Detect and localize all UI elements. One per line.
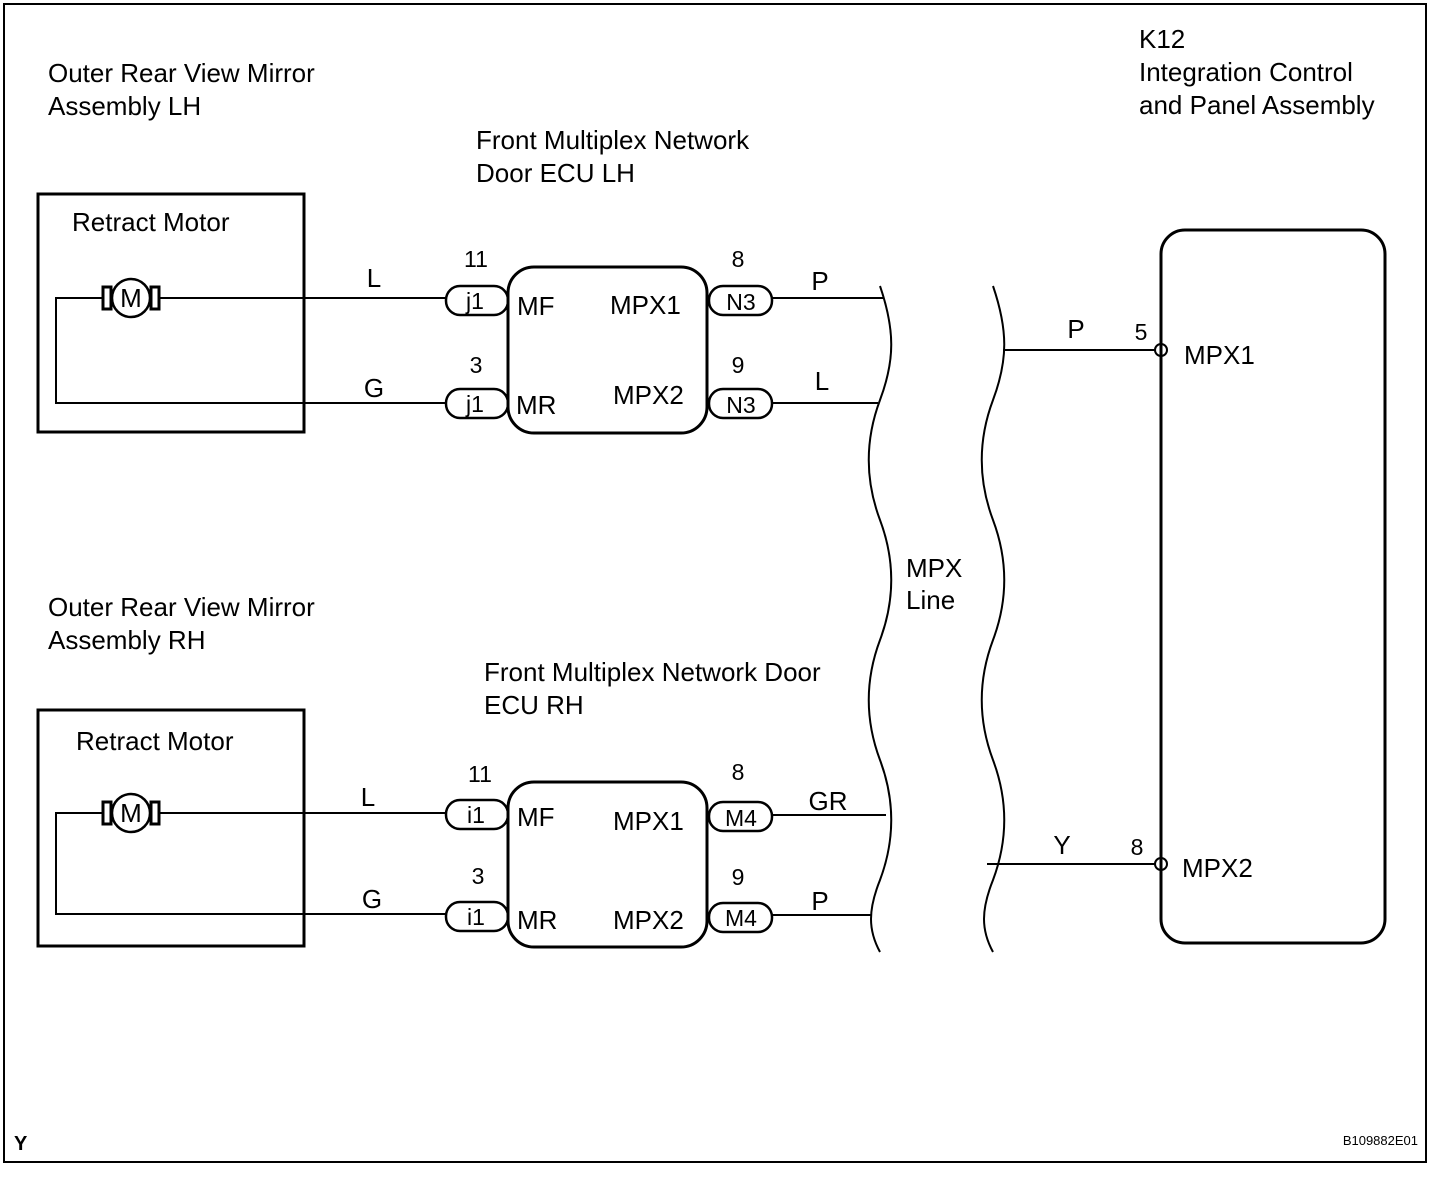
ecu-rh-connector-mpx1 [707,800,774,833]
motor-lh-icon: M [101,277,161,319]
mpx-line-label-line1: MPX [906,553,962,583]
ecu-rh-pin-mr: 3 [472,863,485,889]
ecu-lh-pin-mpx2: 9 [732,352,745,378]
mirror-rh-title-line1: Outer Rear View Mirror [48,592,315,622]
ecu-lh-term-mf: MF [517,291,555,321]
ecu-rh-term-mpx1: MPX1 [613,806,684,836]
wire-lh-mf-color: L [367,263,381,293]
ecu-lh-pin-mpx1: 8 [732,246,745,272]
motor-lh-symbol: M [120,283,142,313]
ecu-lh-title-line2: Door ECU LH [476,158,635,188]
ecu-rh-pin-mf: 11 [468,761,492,787]
ecu-lh-connector-mpx1 [707,284,774,317]
ecu-rh-connector-mpx1-label: M4 [725,805,757,831]
mpx-line-label-line2: Line [906,585,955,615]
mpx-break-right-curve [980,285,1006,953]
mirror-rh-motor-label: Retract Motor [76,726,234,756]
ecu-lh-connector-mpx2-label: N3 [726,392,755,418]
ecu-rh-term-mpx2: MPX2 [613,905,684,935]
motor-rh-icon: M [101,792,161,834]
wire-rh-mr-color: G [362,884,382,914]
ecu-rh-title-line2: ECU RH [484,690,584,720]
ecu-lh-connector-mf [444,284,510,317]
integration-terminal-mpx2 [1154,857,1168,871]
ecu-lh-pin-mr: 3 [470,352,483,378]
integration-term-mpx1: MPX1 [1184,340,1255,370]
integration-pin-mpx2: 8 [1131,834,1144,860]
ecu-rh-connector-mf-label: i1 [467,802,485,828]
ecu-rh-title-line1: Front Multiplex Network Door [484,657,821,687]
integration-title-line2: and Panel Assembly [1139,90,1375,120]
ecu-lh-connector-mpx1-label: N3 [726,289,755,315]
ecu-lh-term-mpx2: MPX2 [613,380,684,410]
mirror-lh-motor-label: Retract Motor [72,207,230,237]
ecu-rh-connector-mf [444,798,510,831]
wire-lh-mpx1-color: P [811,266,828,296]
mirror-lh-title-line1: Outer Rear View Mirror [48,58,315,88]
ecu-rh-pin-mpx2: 9 [732,864,745,890]
mirror-rh-title-line2: Assembly RH [48,625,205,655]
ecu-lh-box [506,265,709,435]
wire-rh-mpx2-color: P [811,886,828,916]
ecu-rh-term-mf: MF [517,802,555,832]
motor-rh-symbol: M [120,798,142,828]
ecu-lh-connector-mr-label: j1 [465,391,484,417]
ecu-rh-connector-mr [444,900,510,933]
wire-rh-mf-color: L [361,782,375,812]
ecu-rh-connector-mpx2-label: M4 [725,905,757,931]
mirror-lh-loop-wire [55,297,446,404]
integration-code: K12 [1139,24,1185,54]
ecu-lh-connector-mf-label: j1 [465,288,484,314]
integration-title-line1: Integration Control [1139,57,1353,87]
integration-box [1159,228,1387,945]
ecu-rh-box [506,780,709,949]
wire-k12-mpx2-color: Y [1053,830,1070,860]
integration-term-mpx2: MPX2 [1182,853,1253,883]
integration-terminal-mpx1 [1154,343,1168,357]
ecu-rh-connector-mpx2 [707,901,774,934]
ecu-rh-connector-mr-label: i1 [467,904,485,930]
ecu-lh-term-mpx1: MPX1 [610,290,681,320]
wire-rh-mpx1-color: GR [809,786,848,816]
ecu-rh-pin-mpx1: 8 [732,759,745,785]
diagram-frame [3,3,1427,1163]
mpx-break-left-curve [867,285,893,953]
ecu-lh-title-line1: Front Multiplex Network [476,125,750,155]
wire-k12-mpx1-color: P [1067,314,1084,344]
ecu-lh-pin-mf: 11 [464,246,488,272]
mirror-lh-box [36,192,306,434]
figure-id: B109882E01 [1343,1133,1418,1148]
ecu-lh-connector-mr [444,387,510,420]
wire-lh-mpx2-color: L [815,366,829,396]
mirror-rh-box [36,708,306,948]
ecu-rh-term-mr: MR [517,905,557,935]
wire-lh-mr-color: G [364,373,384,403]
mirror-rh-loop-wire [55,812,446,915]
corner-mark: Y [14,1133,28,1155]
mirror-lh-title-line2: Assembly LH [48,91,201,121]
integration-pin-mpx1: 5 [1135,319,1148,345]
ecu-lh-term-mr: MR [516,390,556,420]
